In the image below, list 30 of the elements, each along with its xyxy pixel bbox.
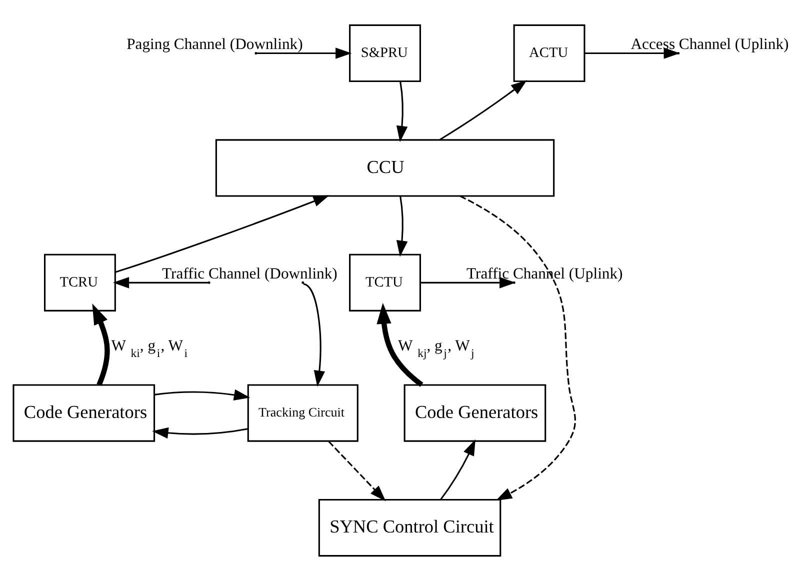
arrow — [440, 79, 528, 140]
edge-label: Traffic Channel (Downlink) — [162, 264, 338, 282]
node-box: S&PRU — [349, 24, 421, 82]
node-box: CCU — [215, 138, 555, 196]
node-box: TCTU — [349, 253, 421, 311]
arrow — [92, 303, 110, 386]
node-box: Tracking Circuit — [247, 384, 358, 442]
arrow — [440, 438, 476, 500]
arrow — [256, 47, 352, 58]
arrow — [112, 276, 208, 288]
node-box: ACTU — [513, 24, 586, 82]
node-box: SYNC Control Circuit — [318, 498, 502, 556]
arrow — [154, 388, 250, 400]
arrow — [376, 302, 424, 386]
arrow — [396, 81, 408, 142]
node-box: TCRU — [44, 253, 116, 311]
edge-label: Paging Channel (Downlink) — [126, 35, 303, 52]
node-box: Code Generators — [404, 384, 546, 442]
arrow — [303, 282, 326, 386]
arrow — [460, 194, 576, 500]
edge-label: Access Channel (Uplink) — [630, 35, 789, 52]
node-box: Code Generators — [12, 384, 156, 442]
edge-label: Traffic Channel (Uplink) — [466, 264, 623, 282]
arrow — [152, 426, 248, 438]
arrow — [396, 196, 408, 256]
arrow — [420, 276, 516, 288]
edge-label: W$_{kj}$, g$_{j}$, W$_{j}$ — [398, 337, 474, 360]
arrow — [115, 194, 330, 272]
arrow — [328, 440, 386, 501]
edge-label: W$_{ki}$, g$_{i}$, W$_{i}$ — [111, 337, 188, 360]
